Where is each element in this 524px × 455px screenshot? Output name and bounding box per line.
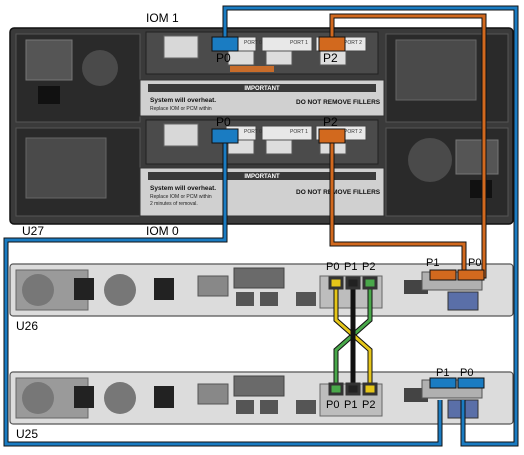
storage-shelf-u27: PORT 0 PORT 1 PORT 2 IMPORTANT System wi…	[9, 27, 514, 225]
filler-top-replace: Replace IOM or PCM within	[150, 106, 212, 112]
filler-bottom-replace: Replace IOM or PCM within	[150, 194, 212, 200]
label-u25-p0: P0	[326, 399, 339, 411]
filler-bottom: IMPORTANT System will overheat. Replace …	[139, 167, 385, 217]
u25-hba-p1-connector[interactable]	[429, 377, 457, 389]
iom0-port1-label: PORT 1	[290, 129, 308, 135]
label-u26: U26	[16, 319, 38, 333]
label-iom-1: IOM 1	[146, 11, 179, 25]
filler-top-overheat: System will overheat.	[150, 97, 216, 104]
filler-top-fillers: DO NOT REMOVE FILLERS	[296, 99, 381, 106]
label-u25-hba-p1: P1	[436, 367, 449, 379]
filler-bottom-fillers: DO NOT REMOVE FILLERS	[296, 189, 381, 196]
label-u27: U27	[22, 224, 44, 238]
diagram-labels: IOM 1 IOM 0 U27 U26 U25 P0 P2 P0 P2 P0 P…	[16, 11, 481, 441]
u25-hba-p0-connector[interactable]	[457, 377, 485, 389]
iom1-port1-label: PORT 1	[290, 40, 308, 46]
label-u26-p1: P1	[344, 261, 357, 273]
iom1-p0-connector[interactable]	[211, 36, 239, 52]
label-iom0-p0: P0	[216, 115, 231, 129]
label-u26-hba-p0: P0	[468, 257, 481, 269]
label-u26-p2: P2	[362, 261, 375, 273]
label-iom0-p2: P2	[323, 115, 338, 129]
filler-bottom-important: IMPORTANT	[244, 174, 280, 180]
filler-bottom-overheat: System will overheat.	[150, 185, 216, 192]
iom0-p0-connector[interactable]	[211, 128, 239, 144]
u26-hba-p1-connector[interactable]	[429, 269, 457, 281]
psu-bottom-right	[385, 127, 509, 217]
u26-hba-p0-connector[interactable]	[457, 269, 485, 281]
cluster-cables	[328, 276, 378, 396]
psu-top-right	[385, 33, 509, 123]
iom1-port2-label: PORT 2	[344, 40, 362, 46]
iom0-port2-label: PORT 2	[344, 129, 362, 135]
iom1-port0-label: PORT 0	[244, 40, 262, 46]
label-u25-p1: P1	[344, 399, 357, 411]
label-iom1-p0: P0	[216, 51, 231, 65]
iom0-port0-label: PORT 0	[244, 129, 262, 135]
label-iom1-p2: P2	[323, 51, 338, 65]
label-u25-p2: P2	[362, 399, 375, 411]
iom0-p2-connector[interactable]	[318, 128, 346, 144]
label-u25: U25	[16, 427, 38, 441]
filler-top: IMPORTANT System will overheat. Replace …	[139, 79, 385, 117]
filler-bottom-minutes: 2 minutes of removal.	[150, 201, 198, 207]
psu-top-left	[15, 33, 141, 123]
filler-top-important: IMPORTANT	[244, 86, 280, 92]
psu-bottom-left	[15, 127, 141, 217]
iom-1-module: PORT 0 PORT 1 PORT 2	[145, 31, 379, 75]
label-u26-p0: P0	[326, 261, 339, 273]
label-iom-0: IOM 0	[146, 224, 179, 238]
iom1-p2-connector[interactable]	[318, 36, 346, 52]
server-u26	[9, 263, 514, 317]
label-u25-hba-p0: P0	[460, 367, 473, 379]
label-u26-hba-p1: P1	[426, 257, 439, 269]
